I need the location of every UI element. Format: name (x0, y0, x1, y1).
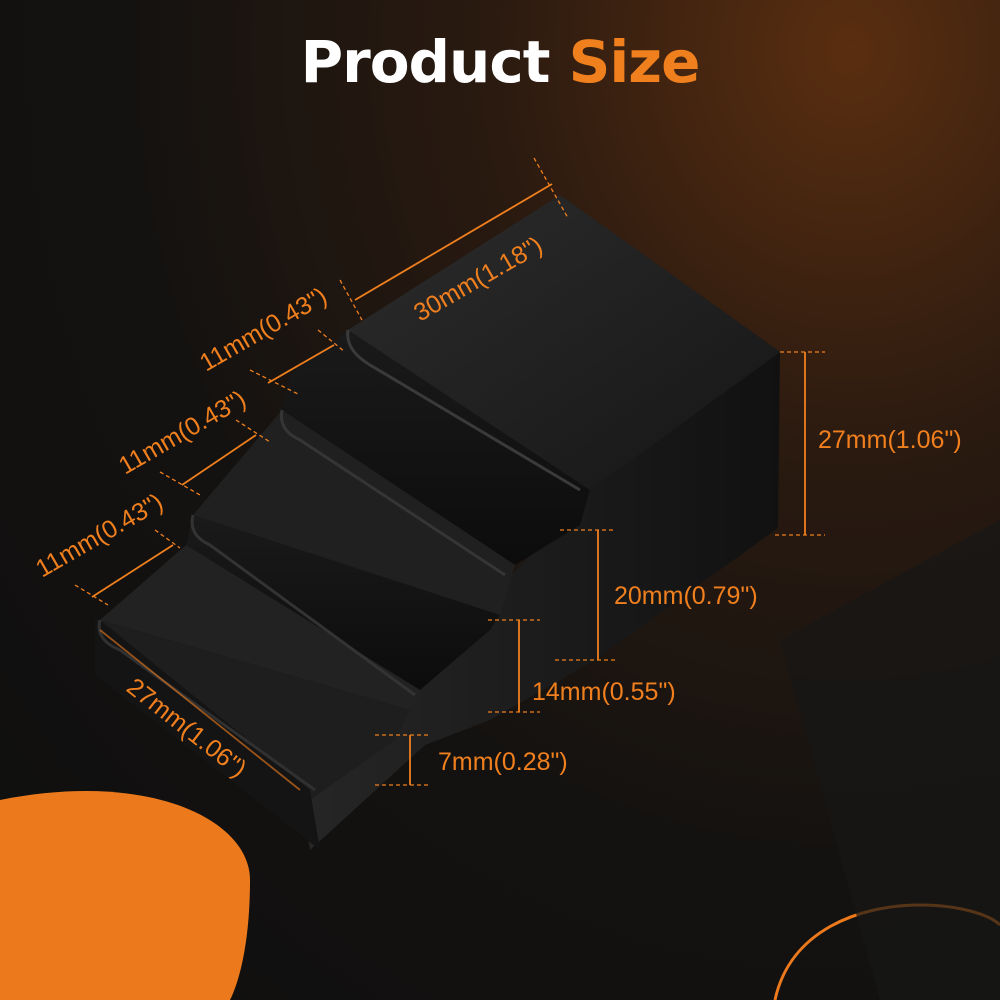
label-step-width-mid: 11mm(0.43") (114, 385, 251, 480)
step-2 (100, 545, 420, 710)
title-word-size: Size (568, 28, 701, 96)
step-1 (95, 620, 410, 800)
background-facet (780, 520, 1000, 1000)
title-word-product: Product (300, 28, 551, 96)
orange-corner-blob (0, 791, 250, 1000)
page-title: Product Size (0, 28, 1000, 96)
step-3 (193, 410, 515, 615)
front-face (95, 620, 320, 850)
step-top (348, 195, 780, 490)
riser-3 (282, 330, 590, 565)
dimension-lines (74, 157, 825, 791)
edge-highlight-2 (190, 514, 416, 697)
label-total-height: 27mm(1.06") (818, 426, 962, 454)
label-step-width-bottom: 11mm(0.43") (31, 488, 168, 583)
stair-block (95, 195, 780, 850)
label-height-step3: 20mm(0.79") (614, 582, 758, 610)
edge-highlight-3 (279, 409, 506, 577)
edge-highlight-1 (97, 619, 316, 792)
riser-2 (186, 515, 500, 690)
label-height-step2: 14mm(0.55") (532, 678, 676, 706)
edge-highlight-top (346, 329, 581, 492)
label-height-step1: 7mm(0.28") (438, 748, 568, 776)
